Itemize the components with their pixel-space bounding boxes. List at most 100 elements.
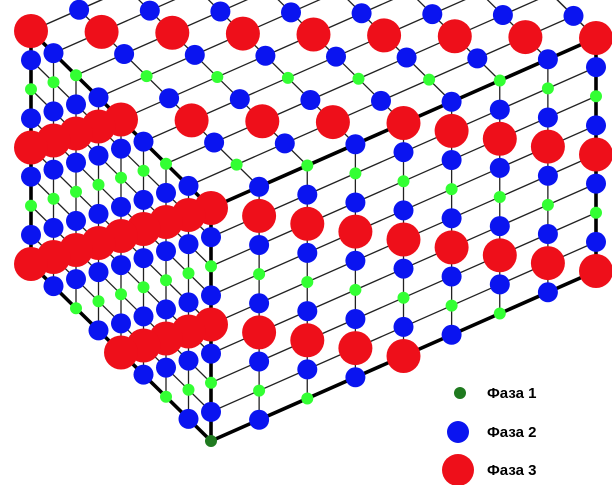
phase-2-atom bbox=[159, 88, 180, 109]
phase-3-atom bbox=[579, 21, 612, 55]
phase-2-atom bbox=[111, 255, 131, 276]
phase-2-atom bbox=[441, 266, 462, 287]
phase-2-atom bbox=[133, 248, 154, 269]
phase-2-atom bbox=[201, 227, 221, 248]
phase-3-atom bbox=[434, 113, 469, 148]
phase-3-atom bbox=[386, 339, 421, 373]
phase-3-atom bbox=[386, 106, 421, 140]
phase-2-atom bbox=[21, 224, 41, 245]
phase-3-atom bbox=[338, 331, 373, 366]
phase-2-atom bbox=[467, 48, 488, 69]
legend-label-phase-1: Фаза 1 bbox=[487, 385, 536, 402]
phase-2-atom bbox=[88, 87, 109, 108]
phase-3-atom bbox=[242, 315, 277, 350]
phase-2-atom bbox=[537, 49, 558, 70]
minor-atom bbox=[47, 76, 60, 89]
minor-atom bbox=[92, 178, 105, 191]
phase-2-atom bbox=[297, 242, 318, 263]
phase-3-atom bbox=[437, 19, 472, 54]
phase-2-atom bbox=[441, 150, 462, 170]
phase-2-atom bbox=[201, 343, 221, 364]
phase-2-atom bbox=[351, 3, 372, 24]
phase-3-atom bbox=[530, 129, 565, 164]
minor-atom bbox=[160, 274, 172, 287]
phase-2-atom bbox=[43, 159, 64, 180]
minor-atom bbox=[230, 158, 243, 171]
phase-2-atom bbox=[178, 234, 199, 255]
phase-2-atom bbox=[88, 320, 109, 341]
phase-2-atom bbox=[156, 357, 176, 378]
grid-line bbox=[52, 0, 176, 54]
phase-3-atom bbox=[338, 214, 373, 249]
minor-atom bbox=[493, 74, 506, 87]
phase-3-atom bbox=[174, 103, 209, 138]
minor-atom bbox=[493, 191, 506, 203]
phase-3-atom bbox=[14, 247, 48, 281]
phase-2-atom bbox=[345, 192, 366, 213]
phase-2-atom bbox=[393, 316, 414, 337]
phase-2-atom bbox=[586, 115, 606, 136]
phase-3-atom bbox=[84, 14, 119, 49]
phase-2-atom bbox=[21, 50, 41, 71]
phase-2-atom bbox=[111, 313, 131, 334]
minor-atom bbox=[397, 291, 410, 304]
legend-label-phase-2: Фаза 2 bbox=[487, 424, 536, 441]
phase-2-atom bbox=[345, 309, 366, 329]
minor-atom bbox=[70, 69, 82, 82]
phase-2-atom bbox=[66, 269, 86, 290]
grid-line bbox=[75, 0, 249, 76]
legend-label-phase-3: Фаза 3 bbox=[487, 462, 536, 479]
phase-2-atom bbox=[537, 165, 558, 186]
phase-2-atom bbox=[66, 210, 86, 231]
phase-2-atom bbox=[249, 235, 270, 255]
minor-atom bbox=[211, 71, 224, 83]
box-edge bbox=[30, 0, 104, 32]
minor-atom bbox=[182, 383, 195, 396]
phase-3-atom bbox=[482, 238, 517, 273]
minor-atom bbox=[253, 384, 266, 397]
phase-2-atom bbox=[69, 0, 90, 20]
legend-swatch-phase-2 bbox=[447, 421, 469, 443]
minor-atom bbox=[253, 268, 266, 281]
minor-atom bbox=[205, 260, 217, 273]
phase-2-atom bbox=[133, 189, 154, 210]
phase-2-atom bbox=[345, 250, 366, 271]
minor-atom bbox=[25, 83, 37, 96]
phase-3-atom bbox=[290, 323, 325, 358]
phase-2-atom bbox=[441, 91, 462, 112]
phase-2-atom bbox=[297, 301, 318, 322]
phase-2-atom bbox=[371, 90, 391, 111]
phase-2-atom bbox=[297, 359, 318, 380]
phase-3-atom bbox=[367, 18, 402, 53]
minor-atom bbox=[25, 199, 37, 212]
phase-2-atom bbox=[345, 367, 366, 388]
phase-2-atom bbox=[88, 203, 109, 224]
phase-3-atom bbox=[225, 16, 260, 51]
phase-2-atom bbox=[249, 176, 270, 197]
phase-2-atom bbox=[537, 282, 558, 303]
phase-2-atom bbox=[586, 231, 606, 252]
phase-2-atom bbox=[210, 1, 231, 22]
phase-2-atom bbox=[249, 351, 270, 372]
phase-2-atom bbox=[88, 262, 109, 283]
phase-3-atom bbox=[434, 230, 469, 265]
phase-2-atom bbox=[201, 285, 221, 306]
phase-2-atom bbox=[21, 108, 41, 129]
phase-2-atom bbox=[393, 200, 414, 221]
phase-2-atom bbox=[255, 45, 276, 66]
phase-3-atom bbox=[508, 20, 543, 55]
phase-2-atom bbox=[43, 101, 64, 122]
phase-3-atom bbox=[579, 254, 612, 288]
phase-2-atom bbox=[43, 43, 64, 64]
phase-2-atom bbox=[441, 208, 462, 229]
phase-3-atom bbox=[242, 198, 277, 233]
phase-2-atom bbox=[156, 299, 176, 320]
phase-2-atom bbox=[21, 166, 41, 187]
minor-atom bbox=[281, 71, 294, 84]
legend-swatch-phase-1 bbox=[454, 387, 466, 399]
phase-2-atom bbox=[114, 44, 135, 64]
phase-2-atom bbox=[274, 133, 295, 154]
phase-2-atom bbox=[586, 57, 606, 78]
phase-2-atom bbox=[537, 107, 558, 128]
